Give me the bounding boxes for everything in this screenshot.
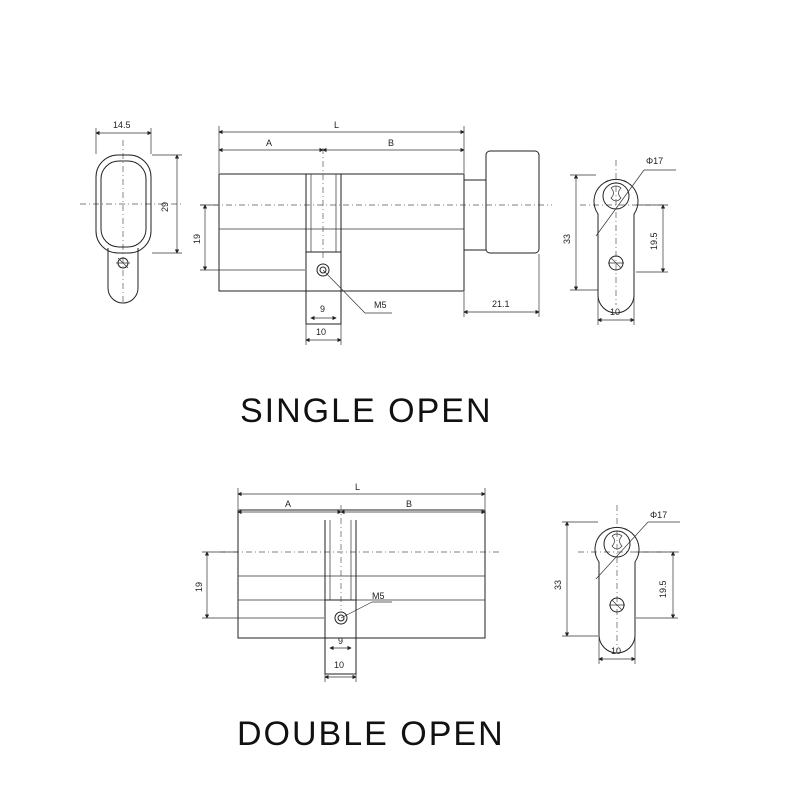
double-cam-10-label: 10 xyxy=(334,660,344,670)
single-length-label: L xyxy=(334,120,339,130)
double-195-label: 19.5 xyxy=(658,580,668,598)
single-33-label: 33 xyxy=(562,234,572,244)
single-10-label: 10 xyxy=(610,307,620,317)
double-33-label: 33 xyxy=(553,580,563,590)
single-side-view: L A B 19 M5 9 10 21.1 xyxy=(192,120,552,345)
double-open-title: DOUBLE OPEN xyxy=(237,715,505,753)
knob-height-label: 29 xyxy=(160,202,170,212)
single-b-label: B xyxy=(388,138,394,148)
double-b-label: B xyxy=(406,499,412,509)
double-body-height-label: 19 xyxy=(194,582,204,592)
single-knob-length-label: 21.1 xyxy=(492,299,510,309)
double-a-label: A xyxy=(285,499,291,509)
single-knob-end-view: 14.5 29 xyxy=(80,120,182,305)
single-195-label: 19.5 xyxy=(649,232,659,250)
double-length-label: L xyxy=(355,482,360,492)
double-open-drawing: L A B 19 M5 9 10 xyxy=(194,482,680,682)
double-side-view: L A B 19 M5 9 10 xyxy=(194,482,500,682)
single-cam-10-label: 10 xyxy=(316,327,326,337)
single-body-height-label: 19 xyxy=(192,234,202,244)
double-cam-9-label: 9 xyxy=(338,636,343,646)
single-profile-end-view: Φ17 33 19.5 10 xyxy=(562,156,676,325)
single-open-title: SINGLE OPEN xyxy=(240,392,493,430)
single-m5-label: M5 xyxy=(374,300,387,310)
knob-width-label: 14.5 xyxy=(113,120,131,130)
single-open-drawing: 14.5 29 xyxy=(80,120,676,345)
double-phi-label: Φ17 xyxy=(650,510,667,520)
double-10-label: 10 xyxy=(611,646,621,656)
single-cam-9-label: 9 xyxy=(320,304,325,314)
single-phi-label: Φ17 xyxy=(646,156,663,166)
double-profile-end-view: Φ17 33 19.5 10 xyxy=(553,505,680,664)
double-m5-label: M5 xyxy=(372,591,385,601)
single-a-label: A xyxy=(266,138,272,148)
